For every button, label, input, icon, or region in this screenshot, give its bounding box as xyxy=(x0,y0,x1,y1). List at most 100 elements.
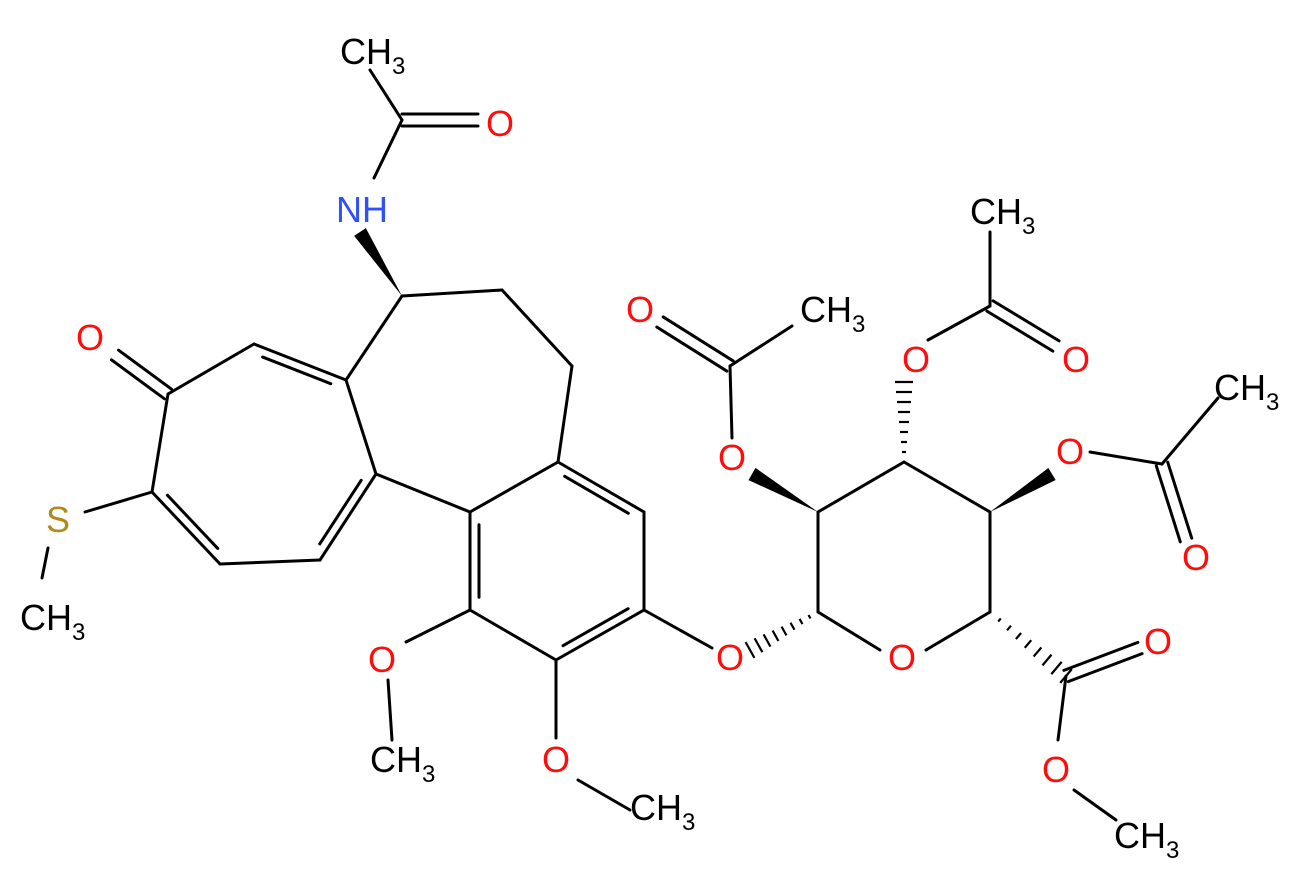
bond-38 xyxy=(368,68,404,122)
aromatic-bond-23 xyxy=(554,608,646,662)
atom-subscript: 3 xyxy=(392,53,405,80)
bond-45 xyxy=(816,610,882,652)
atom-symbol: O xyxy=(76,317,104,358)
atom-symbol: O xyxy=(368,639,396,680)
ring-bond-3 xyxy=(344,378,378,476)
atom-label-ch3-acetamide: CH3 xyxy=(340,31,405,80)
bond-16 xyxy=(400,288,504,298)
atom-symbol: O xyxy=(486,103,514,144)
atom-symbol: CH xyxy=(20,597,72,638)
aromatic-bond-1 xyxy=(252,342,348,382)
atom-symbol: CH xyxy=(630,787,682,828)
wedge-bond-46 xyxy=(748,467,818,512)
atom-label-o-ac2-ester: O xyxy=(718,437,746,478)
double-bond-b-12 xyxy=(109,358,166,401)
bond-50 xyxy=(728,324,794,368)
atom-symbol: CH xyxy=(340,31,392,72)
atom-symbol: O xyxy=(1144,621,1172,662)
atom-symbol: O xyxy=(542,739,570,780)
atom-label-o-glyco: O xyxy=(716,637,744,678)
atom-subscript: 3 xyxy=(422,761,435,788)
atom-label-o-acetamide: O xyxy=(486,103,514,144)
atom-symbol: O xyxy=(888,637,916,678)
atom-symbol: CH xyxy=(970,191,1022,232)
atom-subscript: 3 xyxy=(852,311,865,338)
bond-15 xyxy=(344,294,404,382)
atom-subscript: 3 xyxy=(1166,837,1179,864)
aromatic-bond-7 xyxy=(150,490,222,566)
atom-label-o-ketone: O xyxy=(76,317,104,358)
double-bond-a-48 xyxy=(661,315,735,363)
atom-symbol: O xyxy=(902,339,930,380)
bond-60 xyxy=(1160,396,1220,466)
bond-42 xyxy=(902,460,992,514)
atom-label-ch3-ester: CH3 xyxy=(1114,815,1179,864)
double-bond-b-63 xyxy=(1062,640,1140,672)
atom-label-o-ester-alkoxy: O xyxy=(1042,749,1070,790)
bond-layer xyxy=(40,68,1220,822)
atom-symbol: O xyxy=(1056,431,1084,472)
atom-subscript: 3 xyxy=(1022,213,1035,240)
aromatic-bond-20 xyxy=(556,460,646,514)
double-bond-b-54 xyxy=(991,299,1061,343)
bond-17 xyxy=(500,288,574,368)
bond-35 xyxy=(372,118,404,180)
atom-symbol: O xyxy=(716,637,744,678)
bond-52 xyxy=(926,304,992,342)
ring-bond-10 xyxy=(166,342,256,396)
bond-18 xyxy=(556,364,574,464)
bond-13 xyxy=(83,490,154,514)
atom-label-o-ac4-ester: O xyxy=(1056,431,1084,472)
aromatic-bond-4 xyxy=(318,472,378,562)
atom-symbol: CH xyxy=(1214,367,1266,408)
bond-65 xyxy=(1072,788,1118,822)
atom-label-o-ac3-carbonyl: O xyxy=(1062,339,1090,380)
bond-14 xyxy=(40,546,50,580)
atom-label-nh: NH xyxy=(336,189,388,230)
aromatic-inner-bond-8 xyxy=(165,493,220,550)
bond-33 xyxy=(576,778,632,812)
bond-47 xyxy=(728,364,734,440)
double-bond-a-53 xyxy=(985,309,1055,353)
double-bond-b-59 xyxy=(1166,460,1194,540)
bond-44 xyxy=(924,610,992,652)
aromatic-inner-bond-24 xyxy=(561,607,630,648)
hash-bond-51 xyxy=(895,380,913,464)
aromatic-inner-bond-5 xyxy=(318,478,363,546)
bond-34 xyxy=(642,608,714,650)
aromatic-inner-bond-2 xyxy=(261,355,333,386)
hash-bond-39 xyxy=(744,610,820,659)
atom-label-ch3-ac3: CH3 xyxy=(970,191,1035,240)
bond-29 xyxy=(374,472,472,514)
atom-symbol: CH xyxy=(370,739,422,780)
bond-28 xyxy=(468,460,560,514)
atom-label-ch3-thio: CH3 xyxy=(20,597,85,646)
bond-25 xyxy=(468,608,558,662)
atom-subscript: 3 xyxy=(1266,389,1279,416)
double-bond-a-62 xyxy=(1066,652,1144,684)
wedge-bond-56 xyxy=(990,468,1056,512)
atom-subscript: 3 xyxy=(72,619,85,646)
atom-symbol: O xyxy=(626,289,654,330)
atom-label-o-ome1: O xyxy=(368,639,396,680)
bond-30 xyxy=(404,608,472,644)
atom-symbol: CH xyxy=(1114,815,1166,856)
atom-label-ch3-ome2: CH3 xyxy=(630,787,695,836)
atom-subscript: 3 xyxy=(682,809,695,836)
atom-symbol: O xyxy=(1062,339,1090,380)
bond-41 xyxy=(816,460,906,514)
atom-label-o-ome2: O xyxy=(542,739,570,780)
atom-label-o-ac2-carbonyl: O xyxy=(626,289,654,330)
atom-symbol: O xyxy=(718,437,746,478)
atom-symbol: O xyxy=(1042,749,1070,790)
double-bond-a-11 xyxy=(117,348,174,391)
bond-64 xyxy=(1056,674,1068,742)
bond-31 xyxy=(386,678,394,742)
ring-bond-6 xyxy=(218,558,322,566)
atom-label-o-ac3-ester: O xyxy=(902,339,930,380)
aromatic-inner-bond-21 xyxy=(563,474,630,515)
atom-symbol: CH xyxy=(800,289,852,330)
double-bond-a-58 xyxy=(1154,464,1182,544)
